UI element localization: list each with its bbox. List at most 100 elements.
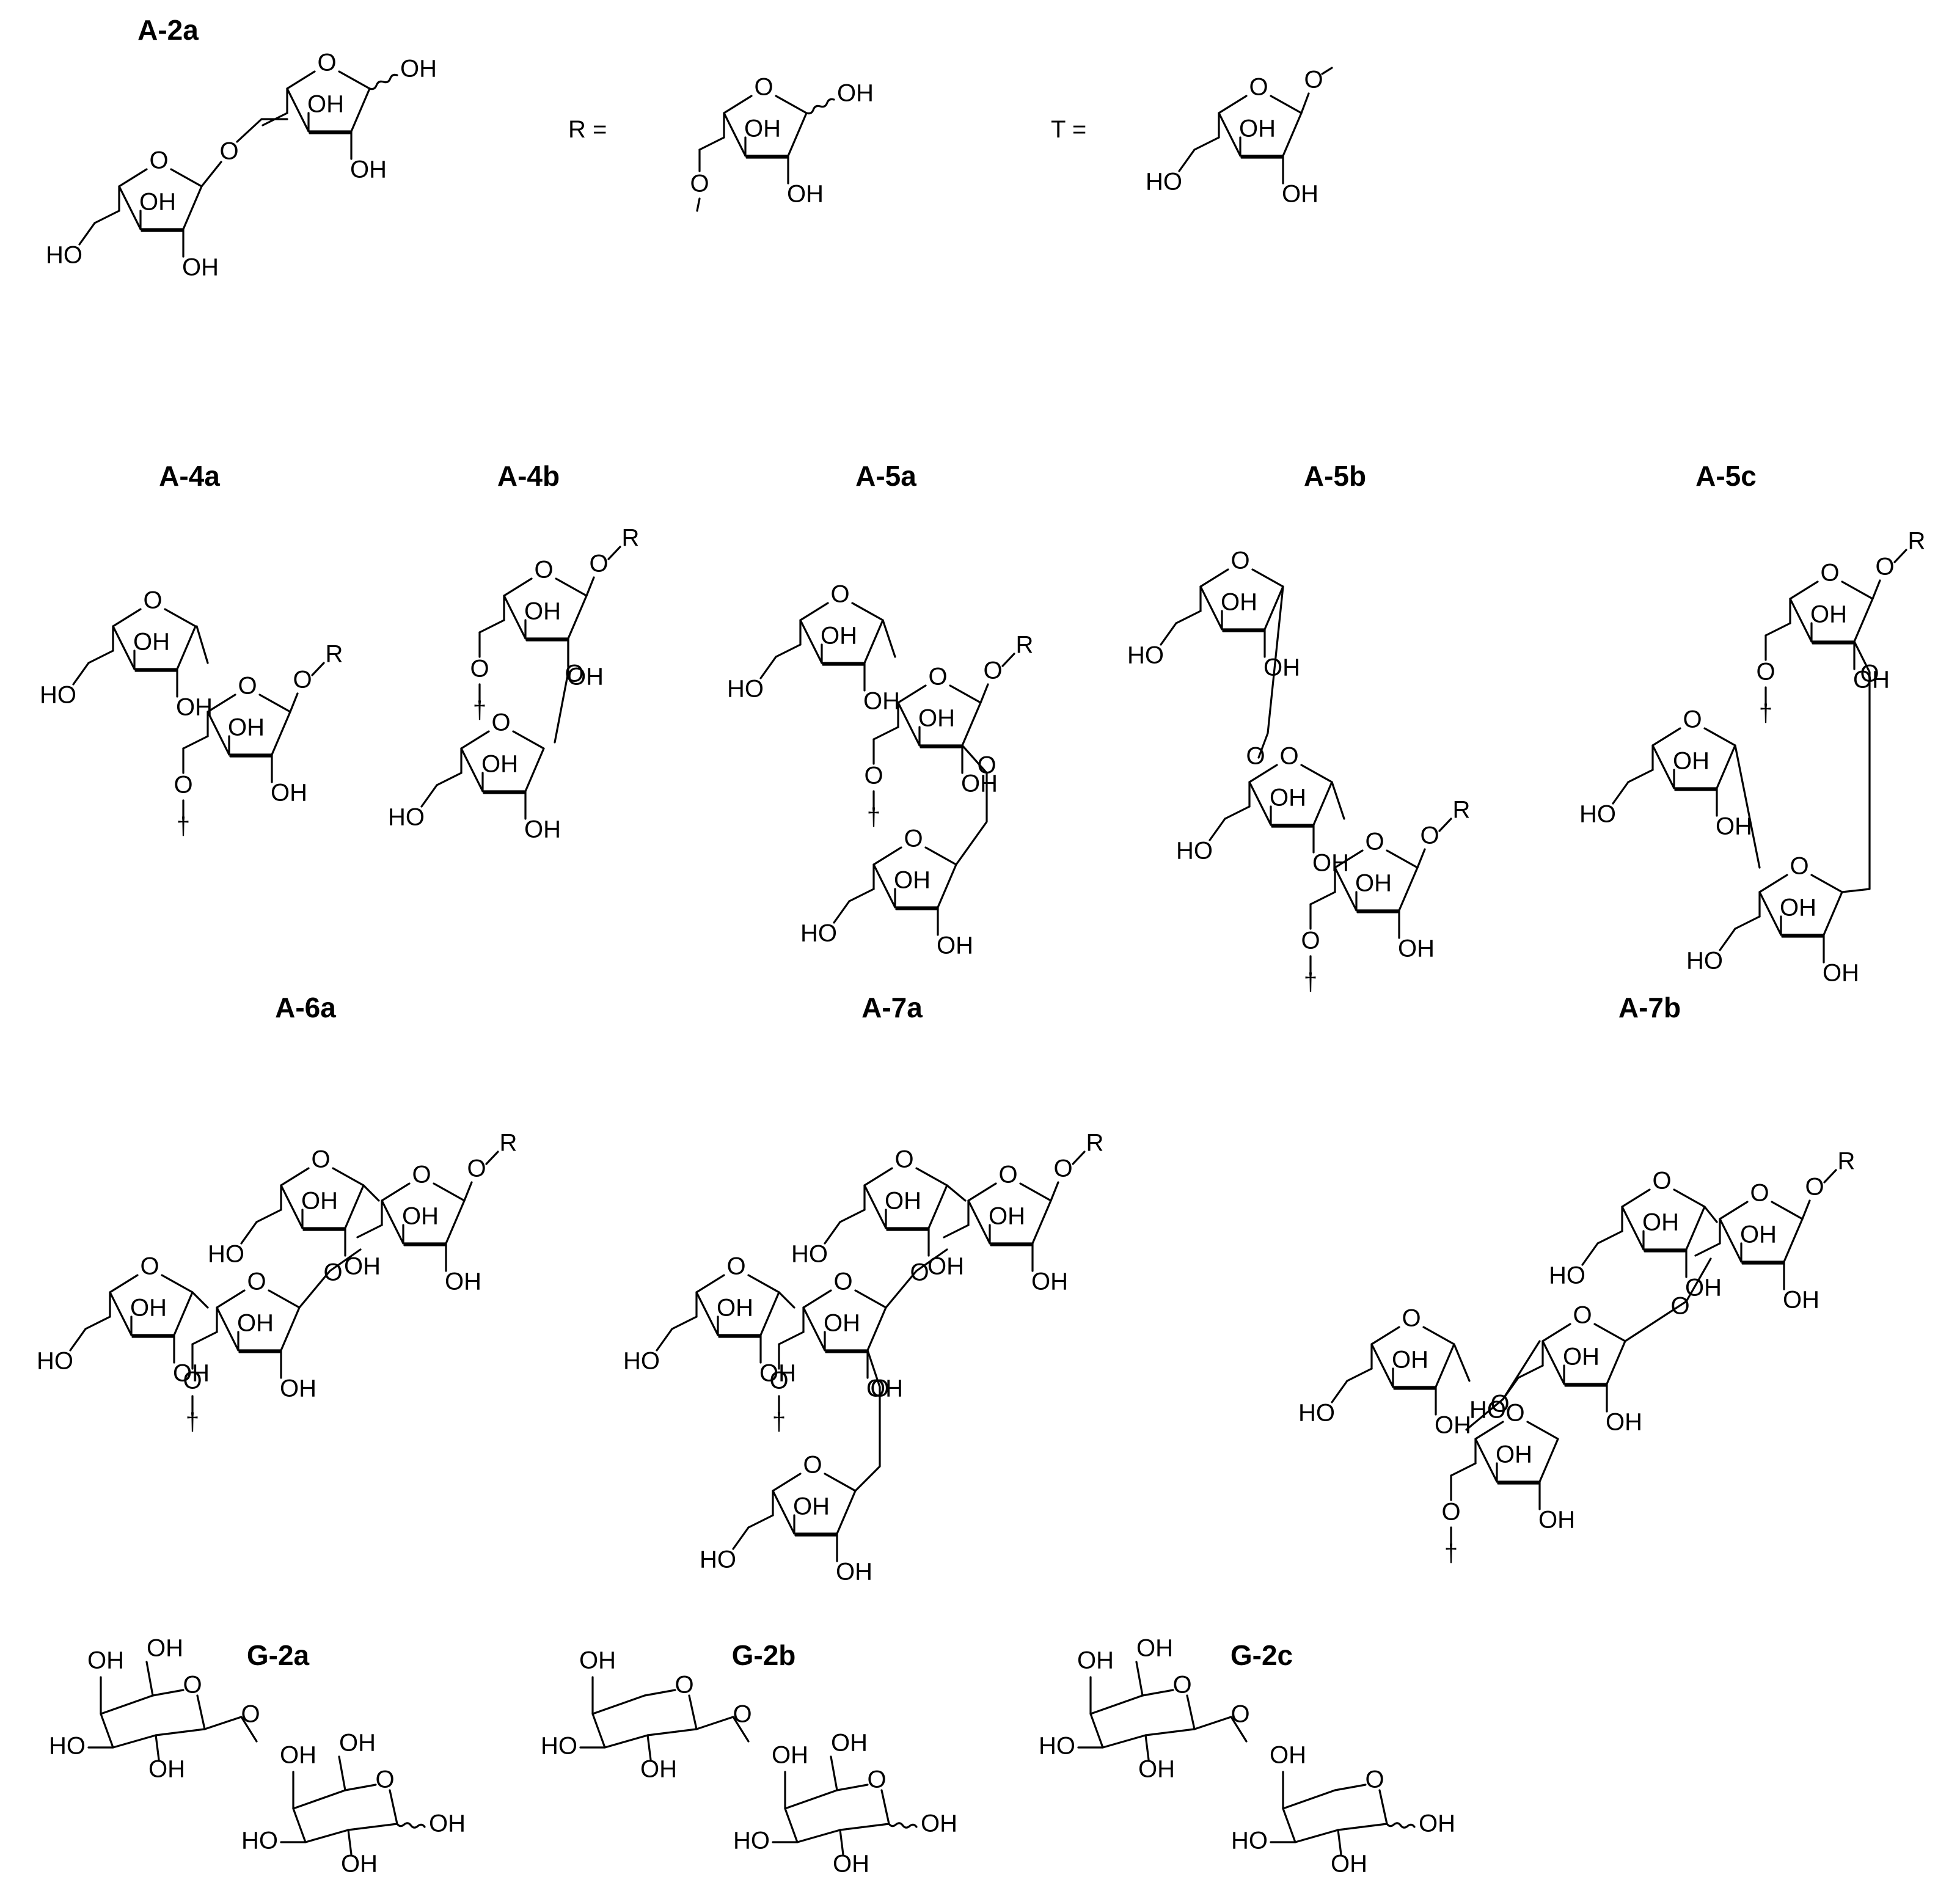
bond-line [1627,769,1654,783]
r-substituent-label: R [1016,632,1034,659]
bond-line [1612,781,1629,805]
ring-oxygen-label: O [375,1766,394,1793]
anomeric-oxygen-label: O [293,667,312,693]
anomeric-wavy-bond [396,1822,426,1829]
bond-line [607,546,621,560]
ho-label: HO [800,920,837,947]
ring-oxygen-label: O [412,1162,431,1188]
definitions-layer: R =T =O [568,116,1086,212]
bond-line [833,900,850,924]
glycosidic-linkage [1453,1343,1471,1382]
pyranose-ring [591,1689,698,1749]
ring-oxygen-label: O [140,1253,159,1280]
ring-oxygen-label: O [1402,1305,1421,1332]
oh-label: OH [139,189,176,216]
t-substituent-label: † [473,697,486,724]
oh-label: OH [1740,1221,1777,1248]
c5-oxygen-label: O [769,1367,788,1394]
oh-label: OH [1270,785,1306,811]
oh-label: OH [1031,1268,1068,1295]
anomeric-wavy-bond [1386,1822,1416,1829]
ring-oxygen-label: O [1365,829,1384,855]
ring-oxygen-label: O [238,673,257,700]
bond-line [1719,928,1736,951]
anomeric-oxygen-label: O [1805,1174,1824,1201]
compound-label-a-6a: A-6a [275,992,336,1023]
bond-line [830,1755,838,1791]
oh-label: OH [793,1493,830,1520]
bond-line [1764,622,1791,637]
oh-label: OH [1331,1851,1367,1877]
ring-oxygen-label: O [904,825,923,852]
glycosidic-linkage [946,1184,967,1202]
furanose-ring [1474,1421,1559,1483]
anomeric-oxygen-label: O [983,657,1002,684]
bond-line [778,1331,805,1345]
oh-label: OH [1496,1441,1532,1468]
bond-line [1001,653,1015,667]
glycosidic-linkage [1734,744,1761,869]
anomeric-oxygen-label: O [1420,822,1439,849]
furanose-ring [723,95,808,157]
r-substituent-label: R [1086,1130,1104,1157]
bond-line [646,1734,652,1761]
anomeric-oh-label: OH [400,56,437,82]
bond-line [1300,92,1310,114]
bond-line [436,772,463,786]
bond-line [69,1328,87,1352]
ring-oxygen-label: O [143,587,162,614]
ho-label: HO [49,1733,86,1760]
linkage-oxygen-label: O [1670,1293,1689,1320]
t-substituent-label: † [186,1409,199,1436]
anomeric-oxygen-label: O [1053,1155,1072,1182]
glycosidic-linkage [1703,1206,1718,1223]
furanose-ring [1789,580,1874,643]
oh-label: OH [717,1295,753,1322]
bond-line [338,1755,346,1791]
linkage-oxygen-label: O [219,138,238,165]
bond-line [1309,891,1336,906]
ho-label: HO [791,1241,828,1268]
oh-label: OH [301,1188,338,1215]
furanose-ring [967,1182,1052,1245]
furanose-ring [802,1289,887,1352]
c6-oh-label: OH [831,1730,868,1757]
glycosidic-linkage [955,744,988,866]
bond-line [1517,1364,1544,1379]
linkage-oxygen-label: O [1246,743,1265,770]
pyranose-ring [1089,1689,1196,1749]
linkage-oxygen-label: O [733,1701,751,1728]
anomeric-oxygen-label: O [467,1155,486,1182]
furanose-ring [1334,849,1419,912]
bond-line [1175,610,1202,624]
oh-label: OH [341,1851,378,1877]
ring-oxygen-label: O [1683,706,1702,733]
oh-label: OH [1282,181,1318,208]
ring-oxygen-label: O [491,709,510,736]
glycosidic-linkage [695,1716,750,1743]
bond-line [1734,915,1761,930]
bond-line [1416,848,1426,869]
oh-label: OH [961,770,998,797]
oh-label: OH [271,780,307,807]
pyranose-ring [1282,1784,1388,1843]
oh-label: OH [173,1360,210,1387]
oh-label: OH [1138,1756,1175,1783]
furanose-ring [112,608,197,670]
c5-oxygen-label: O [183,1367,202,1394]
oh-label: OH [524,598,561,625]
furanose-ring [772,1473,857,1535]
